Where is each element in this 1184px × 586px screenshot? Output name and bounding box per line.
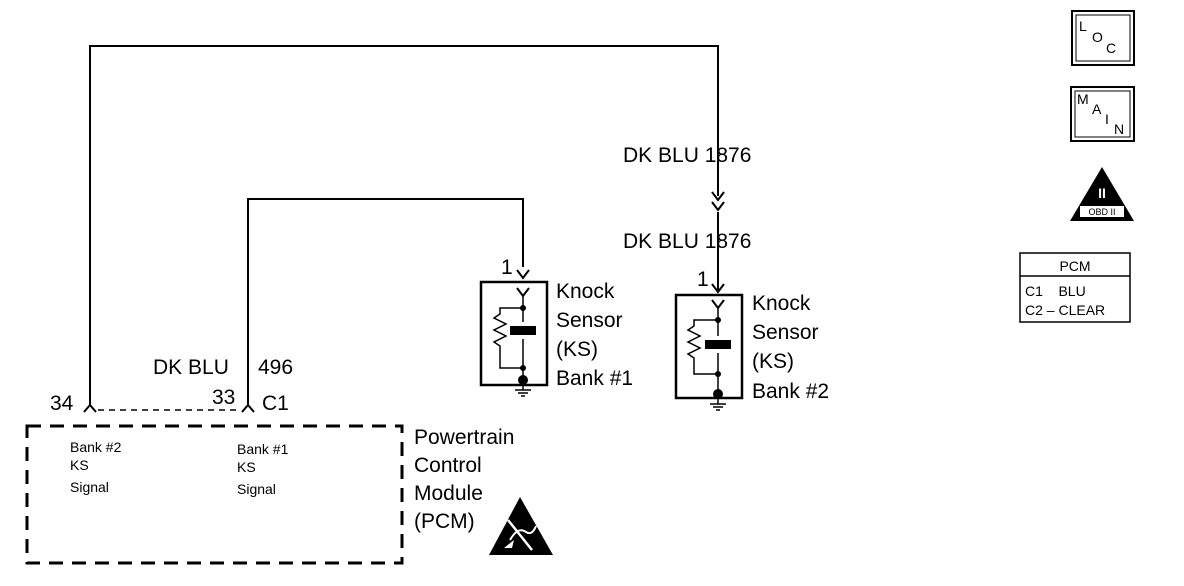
pcm-pin-34-connector [83,403,97,413]
sensor1-pin-label: 1 [501,256,513,279]
sensor2-pin-label: 1 [697,268,709,291]
sensor1-label-line: (KS) [556,338,598,361]
pcm-bank2-line: KS [70,457,89,473]
esd-warning-icon [489,497,553,555]
sensor1-label-line: Knock [556,280,615,303]
pcm-name-line: Control [414,454,482,477]
pcm-name-line: Module [414,482,483,505]
inline-connector-male [711,191,725,202]
sensor2-label-line: Sensor [752,321,819,344]
pcm-pin-33-connector [241,403,255,413]
pcm-bank2-signal: Bank #2 KS Signal [70,439,122,495]
pcm-connector-legend: PCM C1 BLU C2 – CLEAR [1019,252,1131,323]
loc-letter: L [1079,18,1087,34]
main-letter: M [1077,91,1089,107]
obd-ii-caption: OBD II [1088,207,1115,217]
knock-sensor-bank1: 1 [479,256,549,397]
pcm-name-line: (PCM) [414,510,475,533]
knock-sensor-bank2: 1 [674,268,744,411]
pcm-bank1-line: Bank #1 [237,441,289,457]
sensor1-label-line: Sensor [556,309,623,332]
wire-color-496: DK BLU [153,356,229,379]
loc-button[interactable]: L O C [1071,10,1135,66]
legend-row: C2 – CLEAR [1025,302,1105,318]
pcm-bank2-line: Signal [70,479,109,495]
pin-label-34: 34 [50,392,74,415]
inline-connector-female [711,201,725,212]
pin-label-33: 33 [212,386,235,409]
sensor1-label-line: Bank #1 [556,367,633,390]
wire-bank1-circuit [247,198,524,405]
obd-ii-numeral: II [1098,185,1106,201]
main-letter: I [1105,111,1109,127]
wire-label-lower: DK BLU 1876 [623,230,751,253]
sensor2-label-line: (KS) [752,350,794,373]
pcm-bank2-line: Bank #2 [70,439,122,455]
main-letter: N [1114,121,1124,137]
main-letter: A [1092,101,1102,117]
legend-title: PCM [1059,258,1090,274]
loc-letter: C [1106,40,1116,56]
sensor2-label-line: Bank #2 [752,380,829,403]
loc-letter: O [1092,29,1103,45]
sensor1-label: Knock Sensor (KS) Bank #1 [556,280,633,390]
wire-circuit-496: 496 [258,356,293,379]
obd-ii-icon[interactable]: II OBD II [1070,167,1134,221]
pcm-name-line: Powertrain [414,426,514,449]
pcm-module-box [25,424,404,565]
pcm-bank1-line: KS [237,459,256,475]
wire-bank2-circuit [89,45,719,405]
sensor2-label-line: Knock [752,292,811,315]
pcm-bank1-line: Signal [237,481,276,497]
wire-label-upper: DK BLU 1876 [623,144,751,167]
sensor2-label: Knock Sensor (KS) Bank #2 [752,292,829,403]
main-button[interactable]: M A I N [1070,86,1135,142]
connector-label-c1: C1 [262,392,289,415]
pcm-bank1-signal: Bank #1 KS Signal [237,441,289,497]
legend-row: C1 BLU [1025,283,1086,299]
pcm-name: Powertrain Control Module (PCM) [414,426,514,533]
